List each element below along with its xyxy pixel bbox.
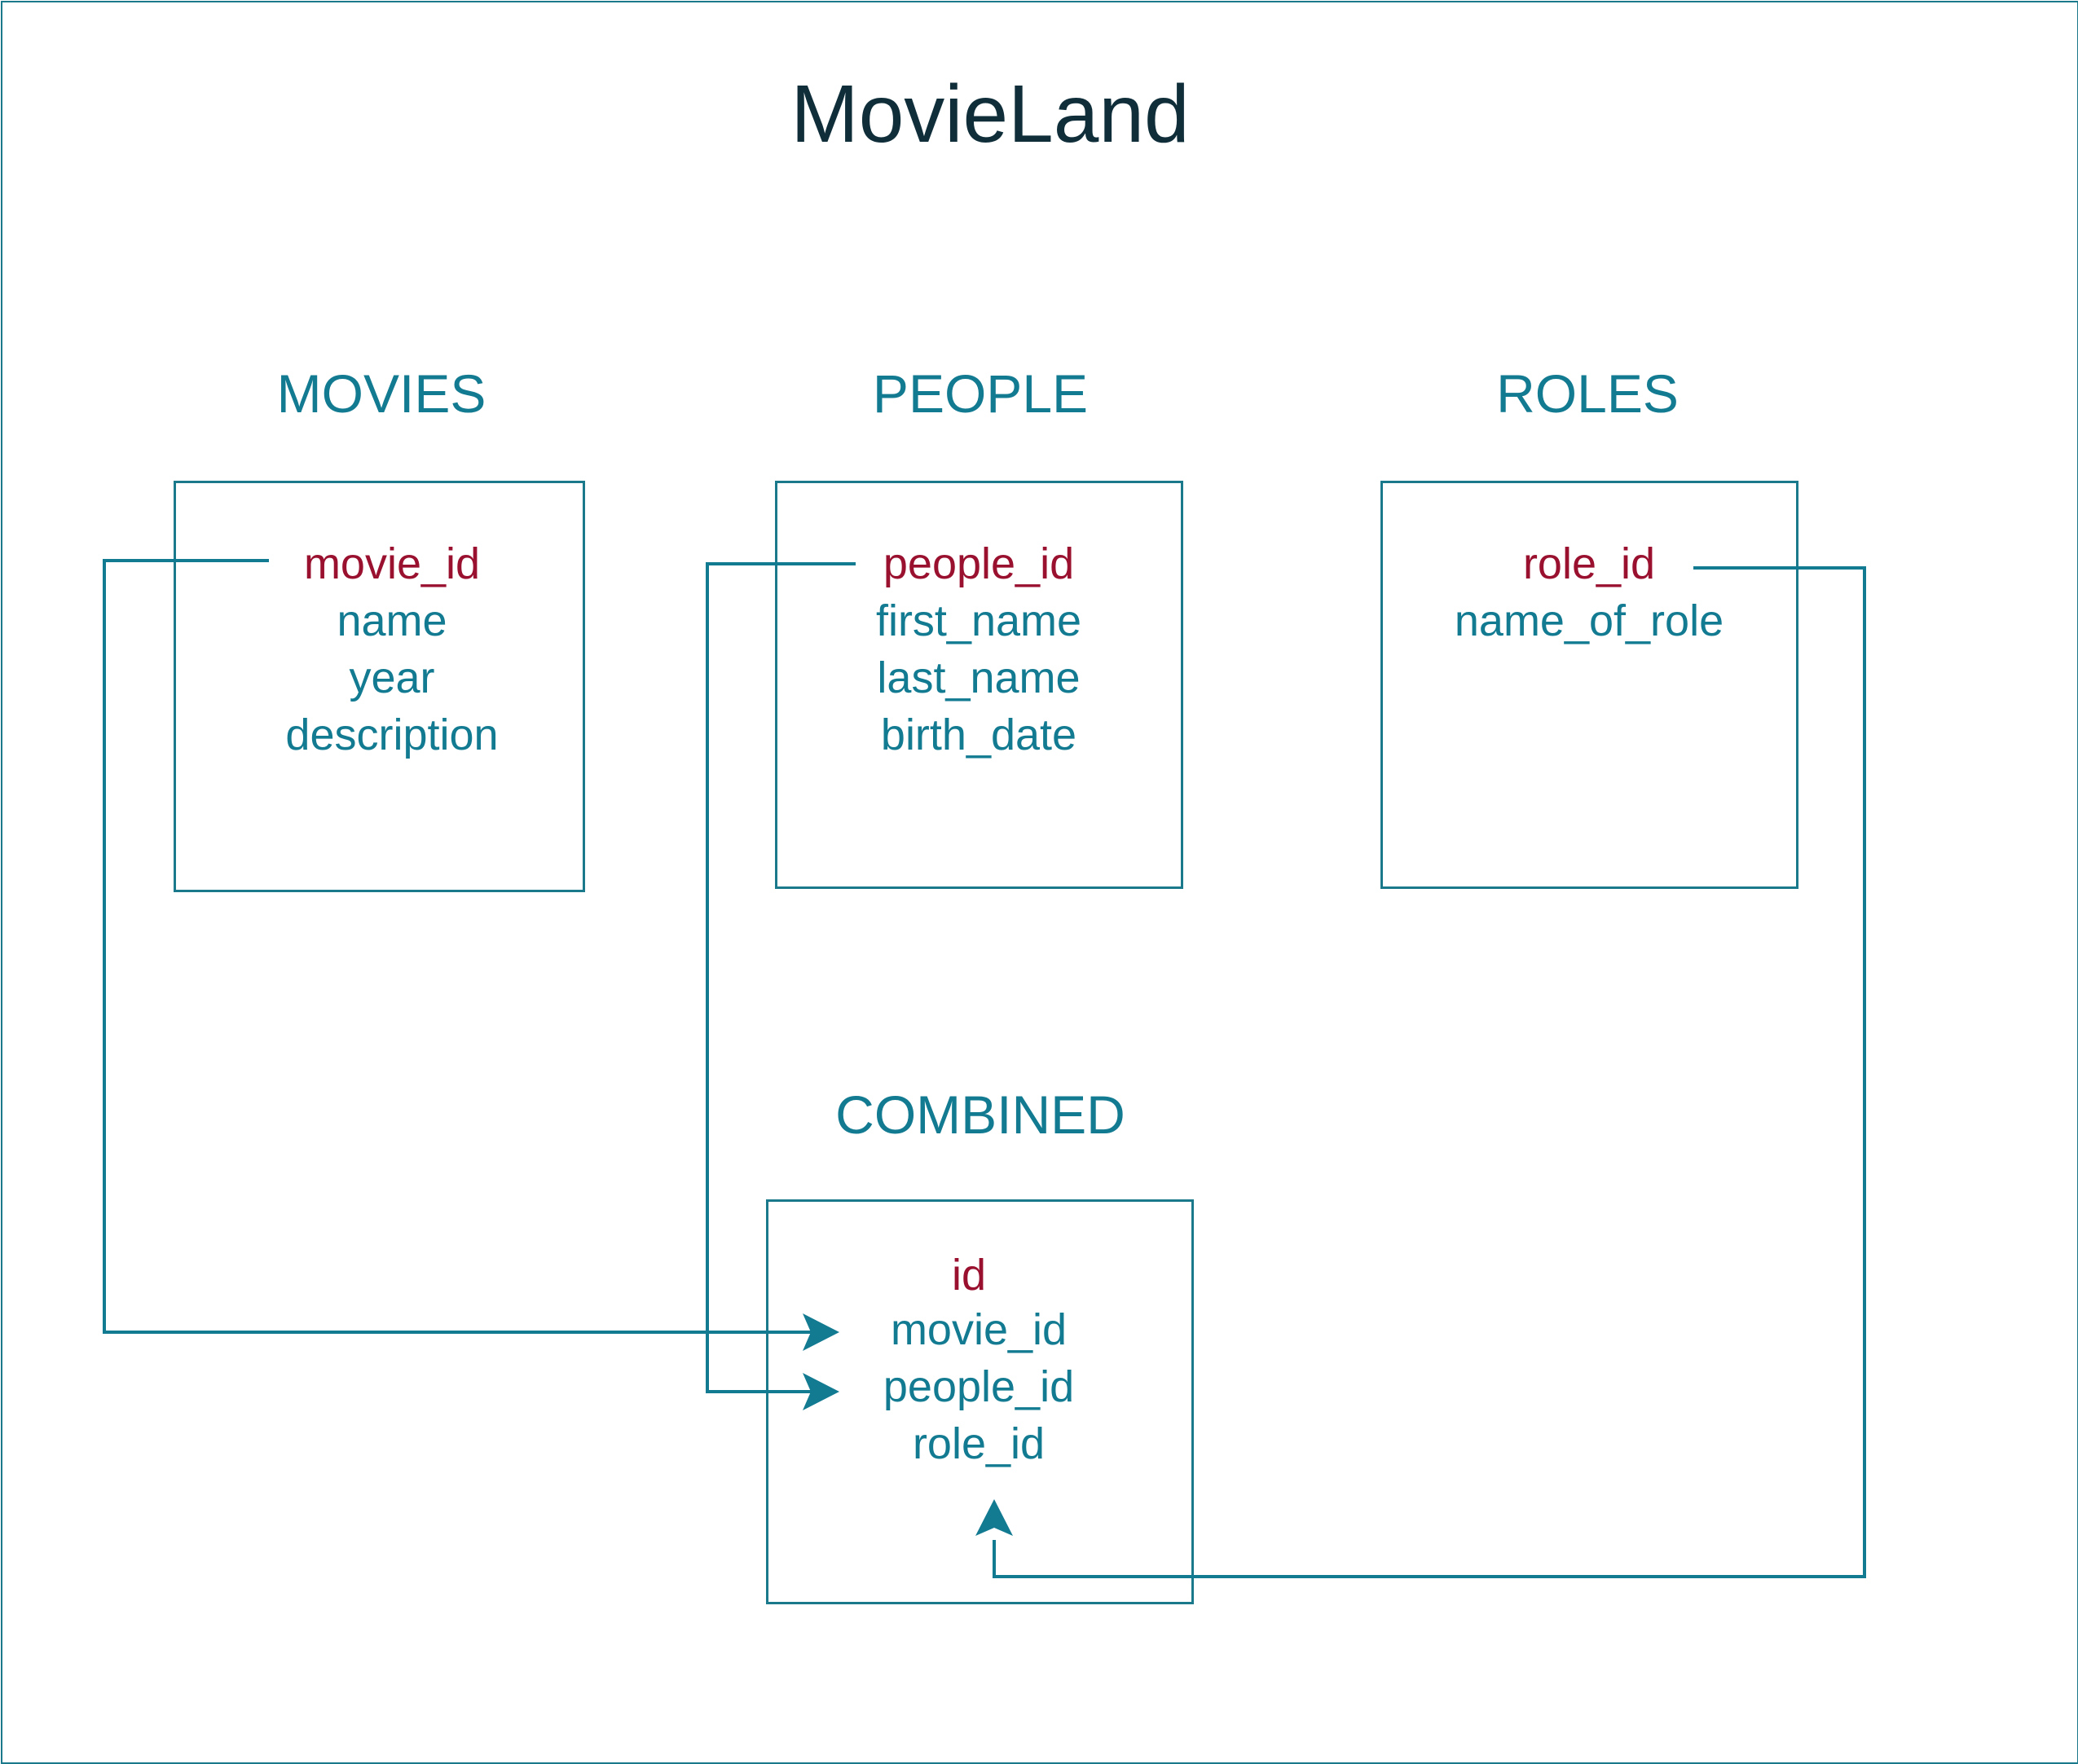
link-roles-to-combined: [993, 566, 1866, 1578]
field-movies-description: description: [285, 710, 499, 759]
entity-box-combined: [766, 1199, 1194, 1604]
field-movies-year: year: [349, 653, 435, 702]
link-movies-to-combined: [103, 559, 815, 1334]
field-people-last-name: last_name: [877, 653, 1081, 702]
entity-title-roles: ROLES: [1496, 363, 1679, 424]
field-roles-role-id: role_id: [1522, 539, 1656, 588]
diagram-title: MovieLand: [790, 68, 1190, 160]
field-people-birth-date: birth_date: [880, 710, 1077, 759]
arrow-role-id-icon: [975, 1499, 1013, 1536]
entity-title-combined: COMBINED: [835, 1084, 1125, 1145]
arrow-movie-id-icon: [803, 1313, 839, 1351]
arrow-people-id-icon: [803, 1373, 839, 1410]
field-movies-movie-id: movie_id: [303, 539, 481, 588]
entity-title-movies: MOVIES: [276, 363, 486, 424]
link-people-to-combined: [706, 562, 856, 1393]
entity-box-movies: [174, 481, 585, 892]
field-people-first-name: first_name: [875, 596, 1082, 645]
field-people-people-id: people_id: [883, 539, 1075, 588]
entity-box-people: [775, 481, 1183, 889]
field-movies-name: name: [337, 596, 447, 645]
field-combined-id: id: [951, 1251, 987, 1300]
field-combined-movie-id: movie_id: [890, 1305, 1068, 1354]
entity-box-roles: [1380, 481, 1798, 889]
entity-title-people: PEOPLE: [872, 363, 1089, 424]
field-combined-role-id: role_id: [912, 1419, 1046, 1468]
field-combined-people-id: people_id: [883, 1362, 1075, 1411]
field-roles-name-of-role: name_of_role: [1454, 596, 1724, 645]
